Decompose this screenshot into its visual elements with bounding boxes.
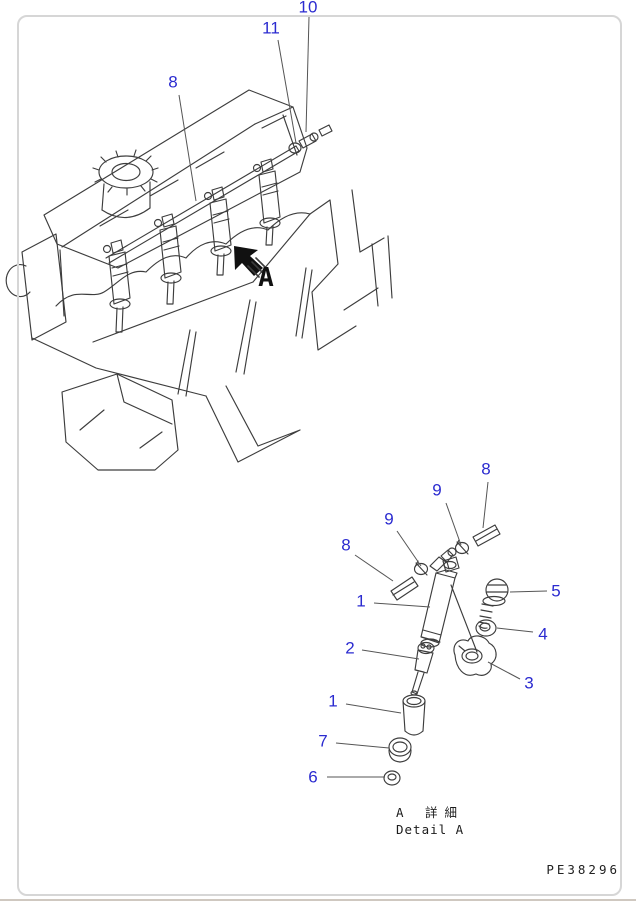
hose-clamp-left	[413, 560, 429, 576]
part-bolt	[478, 578, 509, 629]
callout-8: 8	[481, 459, 491, 479]
leader-line-4	[496, 627, 534, 633]
callout-6: 6	[308, 767, 318, 787]
engine-assembly	[5, 89, 393, 471]
pipe-end-fittings	[288, 124, 333, 154]
callout-3: 3	[524, 673, 534, 693]
leader-line-8	[482, 481, 489, 529]
injector-2	[153, 213, 182, 305]
callout-5: 5	[551, 581, 561, 601]
drawing-number: PE38296	[546, 862, 620, 877]
oil-filler-cap	[92, 149, 159, 219]
view-arrow	[234, 246, 267, 278]
hose-stub-left	[390, 576, 419, 601]
leader-line-7	[335, 742, 390, 749]
leader-line-9	[396, 530, 422, 567]
lower-bracket	[61, 373, 179, 471]
leader-line-8	[178, 94, 197, 202]
callout-7: 7	[318, 731, 328, 751]
hose-stub-right	[472, 524, 501, 547]
valve-cover	[43, 89, 308, 269]
injector-3	[203, 186, 232, 276]
leader-line-1	[373, 602, 431, 608]
leader-line-5	[509, 590, 548, 593]
detail-caption: A 詳細 Detail A	[396, 804, 464, 838]
callout-1: 1	[328, 691, 338, 711]
part-seal-ring	[388, 737, 412, 763]
cylinder-head	[31, 212, 313, 463]
part-nozzle-holder	[420, 556, 478, 653]
engine-right-block	[309, 189, 393, 351]
leader-lines	[178, 16, 548, 778]
bottom-rule	[0, 899, 636, 901]
hose-clamp-right	[454, 539, 470, 555]
callout-4: 4	[538, 624, 548, 644]
part-sleeve	[402, 694, 426, 736]
part-nozzle	[410, 641, 435, 696]
leak-off-pipe	[105, 145, 300, 264]
part-retainer-clamp	[453, 635, 497, 676]
callout-11: 11	[262, 18, 280, 38]
part-gasket	[383, 770, 401, 786]
leader-line-3	[487, 661, 521, 680]
leader-line-11	[277, 39, 297, 144]
view-arrow-label: A	[258, 263, 274, 293]
leader-line-1	[345, 703, 402, 714]
callout-2: 2	[345, 638, 355, 658]
detail-caption-japanese: A 詳細	[396, 805, 465, 820]
leader-line-10	[305, 16, 310, 133]
callout-8: 8	[341, 535, 351, 555]
detail-view	[383, 524, 509, 786]
injector-1	[102, 239, 131, 333]
callout-9: 9	[432, 480, 442, 500]
part-washer	[475, 619, 497, 637]
callout-8: 8	[168, 72, 178, 92]
callout-1: 1	[356, 591, 366, 611]
leader-line-9	[445, 502, 462, 546]
callout-10: 10	[298, 0, 318, 17]
detail-caption-english: Detail A	[396, 822, 465, 837]
leader-line-8	[354, 554, 394, 582]
callout-9: 9	[384, 509, 394, 529]
leader-line-2	[361, 649, 420, 660]
